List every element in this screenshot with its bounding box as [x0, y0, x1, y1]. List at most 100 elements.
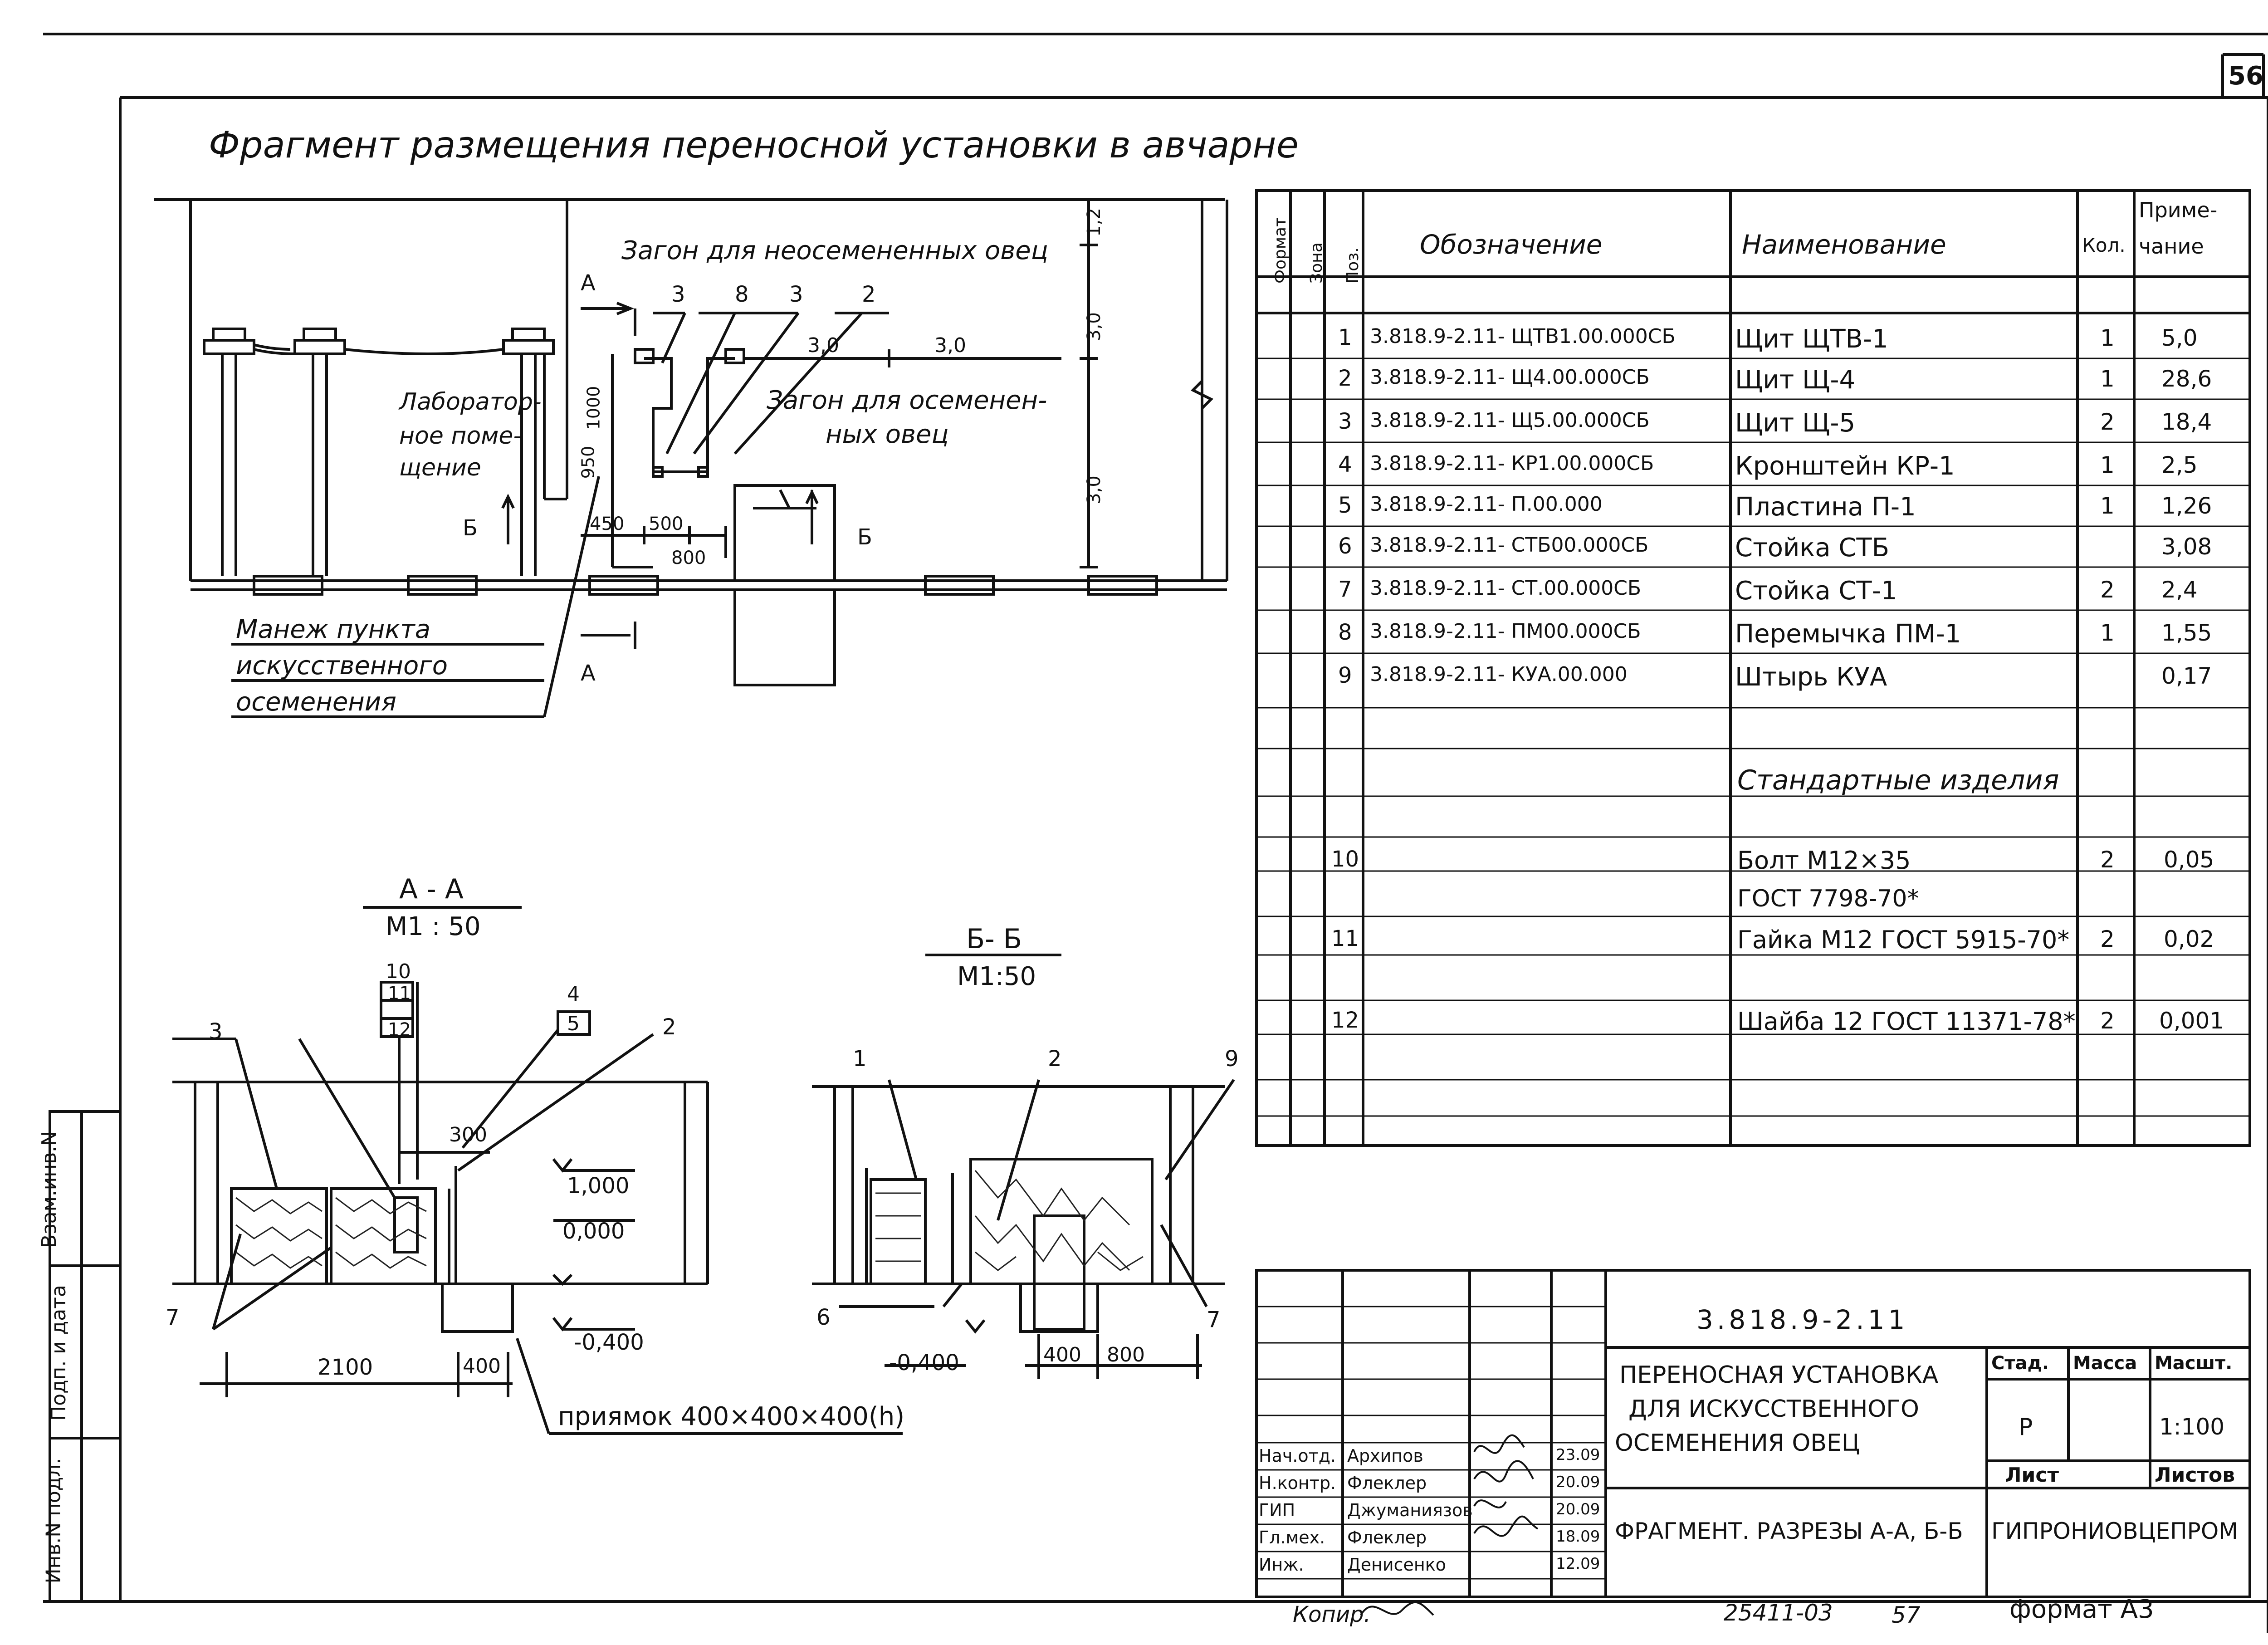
spec-header-note-1: Приме-: [2139, 198, 2218, 222]
spec-row-name: Щит ЩТВ-1: [1735, 324, 1888, 354]
spec-row-name: Перемычка ПМ-1: [1735, 619, 1961, 649]
callout-bb-9: 9: [1225, 1046, 1239, 1072]
format-label: формат А3: [2009, 1595, 2154, 1624]
dim-3-0-d: 3,0: [1083, 475, 1105, 504]
dim-500: 500: [649, 514, 684, 534]
std-row-10-name2: ГОСТ 7798-70*: [1737, 885, 1919, 912]
spec-row-designation: 3.818.9-2.11- КУА.00.000: [1370, 663, 1628, 686]
role-date: 20.09: [1556, 1500, 1600, 1518]
spec-row-qty: 1: [2100, 452, 2115, 478]
callout-plan-3a: 3: [671, 282, 685, 307]
sheet-title: ФРАГМЕНТ. РАЗРЕЗЫ А-А, Б-Б: [1615, 1518, 1963, 1544]
dim-3-0-a: 3,0: [807, 334, 839, 357]
dim-aa-300: 300: [449, 1123, 487, 1146]
section-bb-scale: М1:50: [957, 962, 1036, 991]
section-bb-title: Б- Б: [966, 923, 1022, 955]
margin-sign: Подп. и дата: [47, 1285, 70, 1421]
margin-inv: Инв.N подл.: [42, 1458, 65, 1584]
dim-aa-400: 400: [463, 1355, 501, 1378]
std-row-10-name: Болт М12×35: [1737, 846, 1911, 875]
spec-row-note: 5,0: [2161, 325, 2198, 351]
std-row-12-pos: 12: [1331, 1008, 1359, 1033]
role-title: Гл.мех.: [1259, 1528, 1325, 1547]
spec-row-note: 2,5: [2161, 452, 2198, 478]
std-row-11-pos: 11: [1331, 926, 1359, 951]
cut-a-bottom: А: [581, 661, 596, 686]
std-row-11-note: 0,02: [2164, 926, 2214, 952]
callout-plan-2: 2: [862, 282, 876, 307]
section-aa-scale: М1 : 50: [386, 912, 481, 941]
spec-row-designation: 3.818.9-2.11- СТ.00.000СБ: [1370, 577, 1642, 600]
spec-row-pos: 4: [1338, 452, 1352, 477]
plan-title: Фрагмент размещения переносной установки…: [209, 124, 1299, 166]
role-date: 20.09: [1556, 1473, 1600, 1491]
role-date: 12.09: [1556, 1555, 1600, 1573]
role-person: Архипов: [1347, 1446, 1423, 1466]
level-000: 0,000: [562, 1219, 625, 1244]
dim-1-2: 1,2: [1083, 208, 1105, 237]
spec-row-pos: 9: [1338, 663, 1352, 688]
spec-row-pos: 3: [1338, 409, 1352, 434]
page-number: 57: [1892, 1602, 1921, 1628]
callout-plan-3b: 3: [789, 282, 803, 307]
copied-label: Копир.: [1293, 1602, 1371, 1627]
spec-row-designation: 3.818.9-2.11- П.00.000: [1370, 493, 1603, 516]
spec-row-note: 1,55: [2161, 620, 2212, 646]
dim-950: 950: [578, 446, 598, 479]
std-row-12-qty: 2: [2100, 1008, 2115, 1034]
spec-row-pos: 6: [1338, 534, 1352, 559]
spec-row-designation: 3.818.9-2.11- ЩТВ1.00.000СБ: [1370, 325, 1676, 348]
organization: ГИПРОНИОВЦЕПРОМ: [1991, 1518, 2239, 1544]
dim-bb-800: 800: [1107, 1343, 1145, 1366]
level-minus-400-aa: -0,400: [574, 1330, 644, 1355]
arena-label-2: искусственного: [236, 651, 448, 681]
spec-row-qty: 2: [2100, 577, 2115, 603]
spec-row-name: Кронштейн КР-1: [1735, 451, 1955, 481]
spec-row-name: Штырь КУА: [1735, 662, 1887, 692]
scale-value: 1:100: [2159, 1414, 2225, 1440]
doc-title-2: ДЛЯ ИСКУССТВЕННОГО: [1628, 1395, 1919, 1423]
sheet-label: Лист: [2005, 1464, 2059, 1487]
spec-row-pos: 7: [1338, 577, 1352, 602]
spec-row-note: 18,4: [2161, 409, 2212, 435]
dim-bb-400: 400: [1043, 1343, 1081, 1366]
std-row-10-note: 0,05: [2164, 847, 2214, 873]
pen-unfertilized-label: Загон для неосемененных овец: [621, 236, 1048, 265]
spec-header-name: Наименование: [1742, 229, 1946, 260]
level-minus-400-bb: -0,400: [889, 1350, 959, 1376]
spec-header-pos: Поз.: [1344, 247, 1362, 284]
doc-code: 3.818.9-2.11: [1696, 1304, 1909, 1335]
role-person: Джуманиязов: [1347, 1500, 1473, 1520]
std-row-12-name: Шайба 12 ГОСТ 11371-78*: [1737, 1007, 2076, 1036]
mass-label: Масса: [2073, 1353, 2137, 1374]
spec-header-format: Формат: [1271, 217, 1290, 284]
spec-row-note: 3,08: [2161, 534, 2212, 560]
callout-bb-7: 7: [1207, 1307, 1221, 1332]
cut-b-left: Б: [463, 515, 478, 541]
spec-row-name: Стойка СТБ: [1735, 533, 1890, 563]
scale-label: Масшт.: [2155, 1353, 2233, 1374]
callout-bb-2: 2: [1048, 1046, 1062, 1072]
level-1000: 1,000: [567, 1173, 630, 1199]
callout-bb-1: 1: [853, 1046, 867, 1072]
spec-row-pos: 8: [1338, 620, 1352, 645]
spec-header-designation: Обозначение: [1420, 229, 1603, 260]
section-aa-title: А - А: [399, 873, 464, 905]
dim-450: 450: [590, 514, 625, 534]
spec-row-designation: 3.818.9-2.11- ПМ00.000СБ: [1370, 620, 1641, 643]
dim-3-0-b: 3,0: [934, 334, 966, 357]
role-date: 23.09: [1556, 1446, 1600, 1464]
spec-row-pos: 2: [1338, 366, 1352, 391]
callout-aa-7: 7: [166, 1305, 180, 1330]
spec-row-name: Пластина П-1: [1735, 492, 1916, 522]
role-person: Флеклер: [1347, 1473, 1427, 1493]
sheets-label: Листов: [2155, 1464, 2235, 1487]
role-person: Денисенко: [1347, 1555, 1446, 1575]
spec-row-designation: 3.818.9-2.11- Щ5.00.000СБ: [1370, 409, 1650, 432]
spec-row-designation: 3.818.9-2.11- КР1.00.000СБ: [1370, 452, 1654, 475]
spec-row-qty: 2: [2100, 409, 2115, 435]
stage-label: Стад.: [1991, 1353, 2049, 1374]
margin-instead: Взам.инв.N: [37, 1131, 61, 1248]
stage-value: Р: [2019, 1414, 2033, 1441]
std-row-10-qty: 2: [2100, 847, 2115, 873]
